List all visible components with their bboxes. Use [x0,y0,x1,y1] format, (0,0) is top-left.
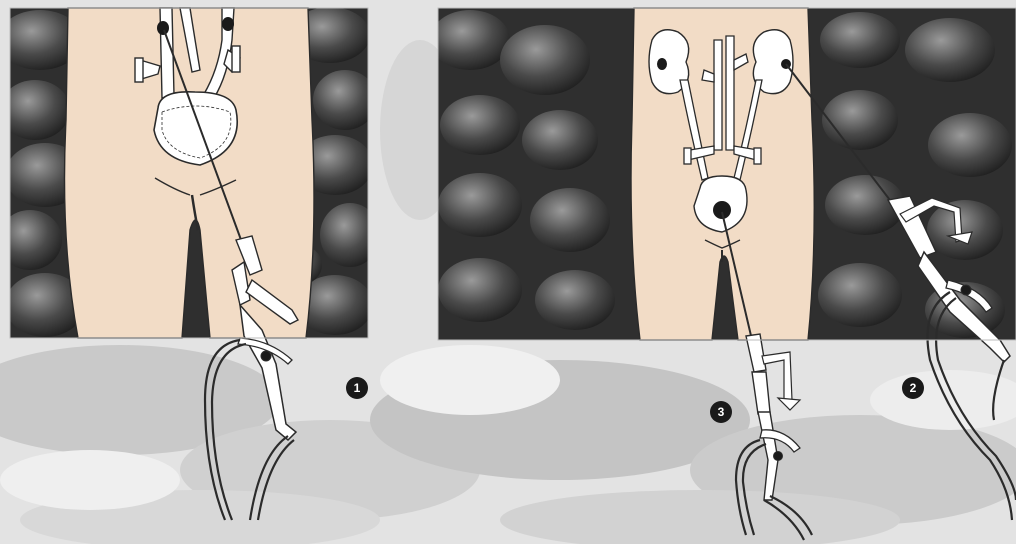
step-badge-1: 1 [346,377,368,399]
step-badge-2: 2 [902,377,924,399]
step-badge-3: 3 [710,401,732,423]
